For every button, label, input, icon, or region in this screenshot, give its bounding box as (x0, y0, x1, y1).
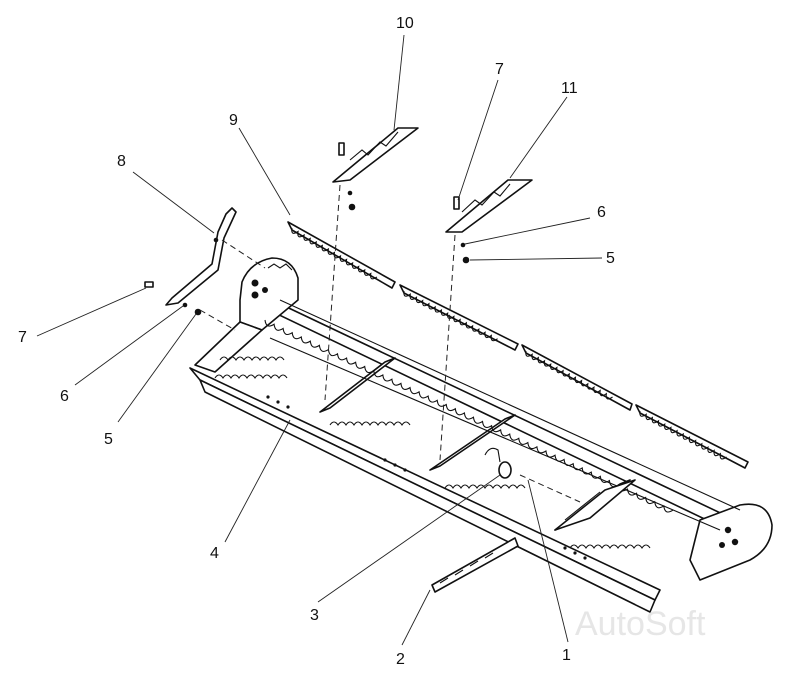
callout-1: 1 (562, 647, 571, 664)
assembly-lines (199, 184, 581, 503)
callout-7-left: 7 (18, 329, 27, 346)
callout-3: 3 (310, 607, 319, 624)
callout-11: 11 (561, 80, 578, 97)
callout-5-right: 5 (606, 250, 615, 267)
divider-fin-10 (332, 127, 419, 183)
callout-labels: 10 7 11 9 8 6 5 7 6 5 4 3 2 1 (18, 15, 615, 668)
fasteners (144, 142, 470, 316)
callout-9: 9 (229, 112, 238, 129)
bracket-8 (165, 207, 237, 306)
divider-fin-11 (445, 179, 533, 233)
clip-3 (484, 447, 512, 479)
callout-2: 2 (396, 651, 405, 668)
callout-6-right: 6 (597, 204, 606, 221)
serrated-finger-rows (214, 299, 741, 549)
serrated-strips (287, 221, 749, 469)
watermark-text: AutoSoft (575, 605, 706, 643)
support-plate (554, 479, 636, 531)
callout-7-top: 7 (495, 61, 504, 78)
callout-6-left: 6 (60, 388, 69, 405)
callout-10: 10 (396, 15, 414, 32)
pan-frame (189, 257, 773, 613)
callout-8: 8 (117, 153, 126, 170)
leader-lines (36, 34, 603, 646)
adjuster-2 (431, 537, 519, 593)
callout-4: 4 (210, 545, 219, 562)
callout-5-left: 5 (104, 431, 113, 448)
